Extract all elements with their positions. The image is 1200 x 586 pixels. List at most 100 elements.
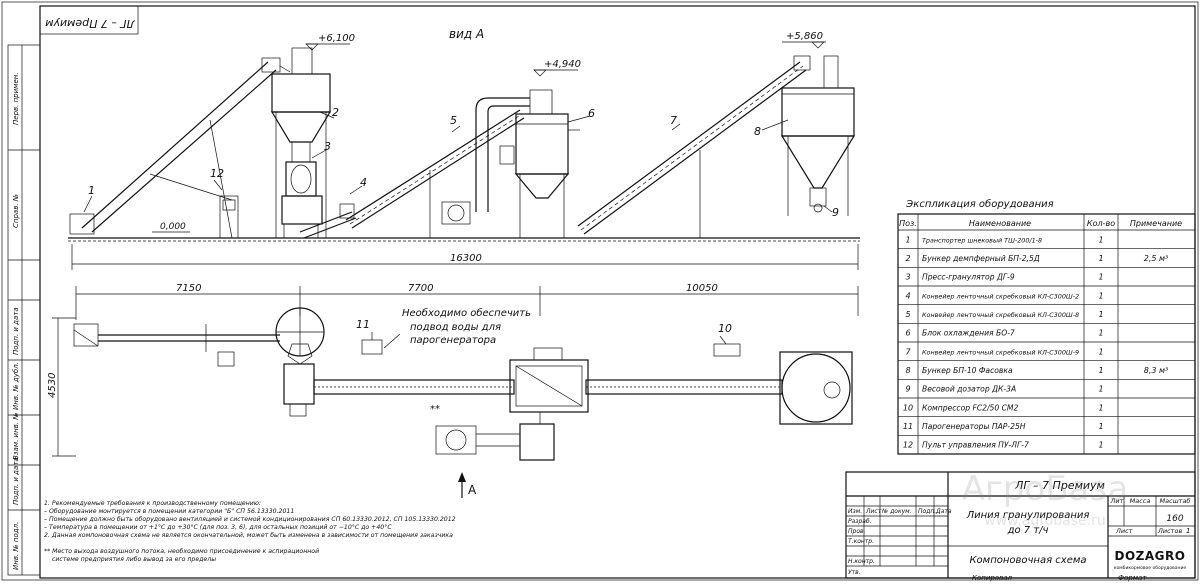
tb-lit-label: Лит. xyxy=(1110,497,1126,505)
col-pos: Поз. xyxy=(899,219,917,228)
spec-cell-qty: 1 xyxy=(1098,441,1103,450)
spec-table-caption: Экспликация оборудования xyxy=(905,198,1053,210)
spec-cell-qty: 1 xyxy=(1098,403,1103,412)
tb-copied-label: Копировал xyxy=(972,574,1013,582)
spec-cell-qty: 1 xyxy=(1098,310,1103,319)
spec-cell-note: 2,5 м³ xyxy=(1144,254,1169,263)
plan-cooler xyxy=(509,347,589,413)
tb-format-label: Формат xyxy=(1118,574,1147,582)
callout-12: 12 xyxy=(210,167,224,180)
spec-cell-pos: 10 xyxy=(903,403,913,412)
note-line-3: – Помещение должно быть оборудовано вент… xyxy=(44,515,456,523)
scraper-conveyor-7 xyxy=(577,55,811,238)
tb-role-ncontrol: Н.контр. xyxy=(848,558,875,565)
tb-name-line1: Линия гранулирования xyxy=(966,510,1090,521)
view-label: вид А xyxy=(449,27,484,41)
note-line-5: 2. Данная компоновочная схема не являетс… xyxy=(44,531,453,539)
level-marks: +6,100 +4,940 +5,860 xyxy=(305,31,826,77)
spec-cell-pos: 1 xyxy=(905,235,910,244)
tb-col-doc: № докум. xyxy=(881,508,912,515)
spec-cell-qty: 1 xyxy=(1098,273,1103,282)
callout-4: 4 xyxy=(360,176,367,189)
watermark-brand: АгроБаза xyxy=(962,469,1129,509)
water-note-line3: парогенератора xyxy=(410,335,496,346)
tb-role-checker: Пров. xyxy=(848,528,866,535)
level-mark-4940: +4,940 xyxy=(544,59,581,70)
dim-10050: 10050 xyxy=(686,283,718,294)
callout-6: 6 xyxy=(588,107,595,120)
callout-1: 1 xyxy=(88,184,95,197)
spec-cell-name: Транспортер шнековый ТШ-200/1-8 xyxy=(922,236,1042,244)
spec-rows: 1 Транспортер шнековый ТШ-200/1-8 12 Бункер… xyxy=(898,235,1195,450)
company-subtitle: комбикормовое оборудование xyxy=(1114,565,1187,571)
control-panel-12 xyxy=(219,195,239,239)
company-logo: DOZAGRO комбикормовое оборудование xyxy=(1114,549,1187,571)
air-outlet-mark: ** xyxy=(430,404,440,415)
spec-cell-name: Конвейер ленточный скребковый КЛ-С300Ш-8 xyxy=(922,311,1079,319)
tb-sheet-label: Лист xyxy=(1115,527,1133,535)
spec-cell-pos: 9 xyxy=(905,385,910,394)
stamp-label-2: Справ. № xyxy=(12,194,20,228)
callout-3: 3 xyxy=(324,140,331,153)
spec-cell-name: Парогенераторы ПАР-25Н xyxy=(922,422,1026,431)
section-letter: А xyxy=(468,483,477,497)
spec-cell-pos: 8 xyxy=(905,366,910,375)
spec-cell-name: Бункер демпферный БП-2,5Д xyxy=(922,254,1040,263)
water-note-line2: подвод воды для xyxy=(410,322,501,333)
spec-cell-name: Блок охлаждения БО-7 xyxy=(922,329,1015,338)
stamp-label-6: Подп. и дата xyxy=(12,457,20,505)
callout-9: 9 xyxy=(832,206,839,219)
tb-scale-label: Масштаб xyxy=(1160,497,1191,505)
tb-mass-value: 160 xyxy=(1166,514,1183,524)
spec-cell-qty: 1 xyxy=(1098,291,1103,300)
plan-screw-conveyor xyxy=(73,323,280,367)
dim-7700: 7700 xyxy=(408,283,433,294)
spec-cell-pos: 3 xyxy=(905,273,910,282)
note-line-4: – Температура в помещении от +1°С до +30… xyxy=(44,523,392,531)
callout-7: 7 xyxy=(670,114,677,127)
side-stamp-column: Перв. примен. Справ. № Подп. и дата Инв.… xyxy=(7,44,41,576)
plan-dimensions-top: 7150 7700 10050 xyxy=(75,283,859,320)
elevation-callouts: 1 2 3 4 5 6 7 8 9 12 xyxy=(83,106,839,219)
tb-sheets-value: 1 xyxy=(1186,527,1190,535)
tb-col-sign: Подп. xyxy=(918,508,936,515)
plan-dimension-left: 4530 xyxy=(47,317,76,457)
elevation-view: 0,000 xyxy=(68,31,860,270)
plan-view: 7150 7700 10050 4530 xyxy=(47,283,859,498)
tb-sheet-name: Компоновочная схема xyxy=(969,555,1086,566)
spec-cell-name: Пресс-гранулятор ДГ-9 xyxy=(922,273,1015,282)
spec-cell-name: Компрессор FC2/50 CM2 xyxy=(922,403,1018,412)
callout-8: 8 xyxy=(754,125,761,138)
spec-cell-note: 8,3 м³ xyxy=(1144,366,1169,375)
note-line-6: ** Место выхода воздушного потока, необх… xyxy=(44,547,319,555)
plan-bunker-press xyxy=(275,307,325,417)
stamp-label-5: Взам. инв. № xyxy=(12,412,20,460)
section-arrow-a: А xyxy=(458,472,477,498)
spec-table: Экспликация оборудования Поз. Наименован… xyxy=(897,198,1196,455)
screw-conveyor-1 xyxy=(69,57,291,239)
tb-name-line2: до 7 т/ч xyxy=(1007,525,1049,536)
spec-cell-pos: 5 xyxy=(905,310,910,319)
callout-2: 2 xyxy=(332,106,339,119)
tb-sheets-label: Листов xyxy=(1157,527,1182,535)
stamp-label-3: Подп. и дата xyxy=(12,307,20,355)
water-note-line1: Необходимо обеспечить xyxy=(402,307,531,319)
spec-cell-qty: 1 xyxy=(1098,385,1103,394)
scraper-conveyor-5 xyxy=(345,109,525,238)
tb-role-approved: Утв. xyxy=(848,569,861,576)
dim-4530: 4530 xyxy=(47,373,58,398)
tb-col-date: Дата xyxy=(935,508,952,515)
watermark-site: www.agrobase.ru xyxy=(984,513,1105,529)
col-qty: Кол-во xyxy=(1087,219,1115,228)
dim-7150: 7150 xyxy=(176,283,201,294)
spec-cell-name: Пульт управления ПУ-ЛГ-7 xyxy=(922,441,1029,450)
plan-compressor-10: 10 xyxy=(713,322,741,357)
spec-cell-pos: 6 xyxy=(905,329,910,338)
spec-cell-pos: 12 xyxy=(903,441,913,450)
spec-cell-qty: 1 xyxy=(1098,329,1103,338)
callout-5: 5 xyxy=(450,114,457,127)
stamp-label-7: Инв. № подл. xyxy=(12,522,20,570)
dimension-16300: 16300 xyxy=(71,244,859,270)
